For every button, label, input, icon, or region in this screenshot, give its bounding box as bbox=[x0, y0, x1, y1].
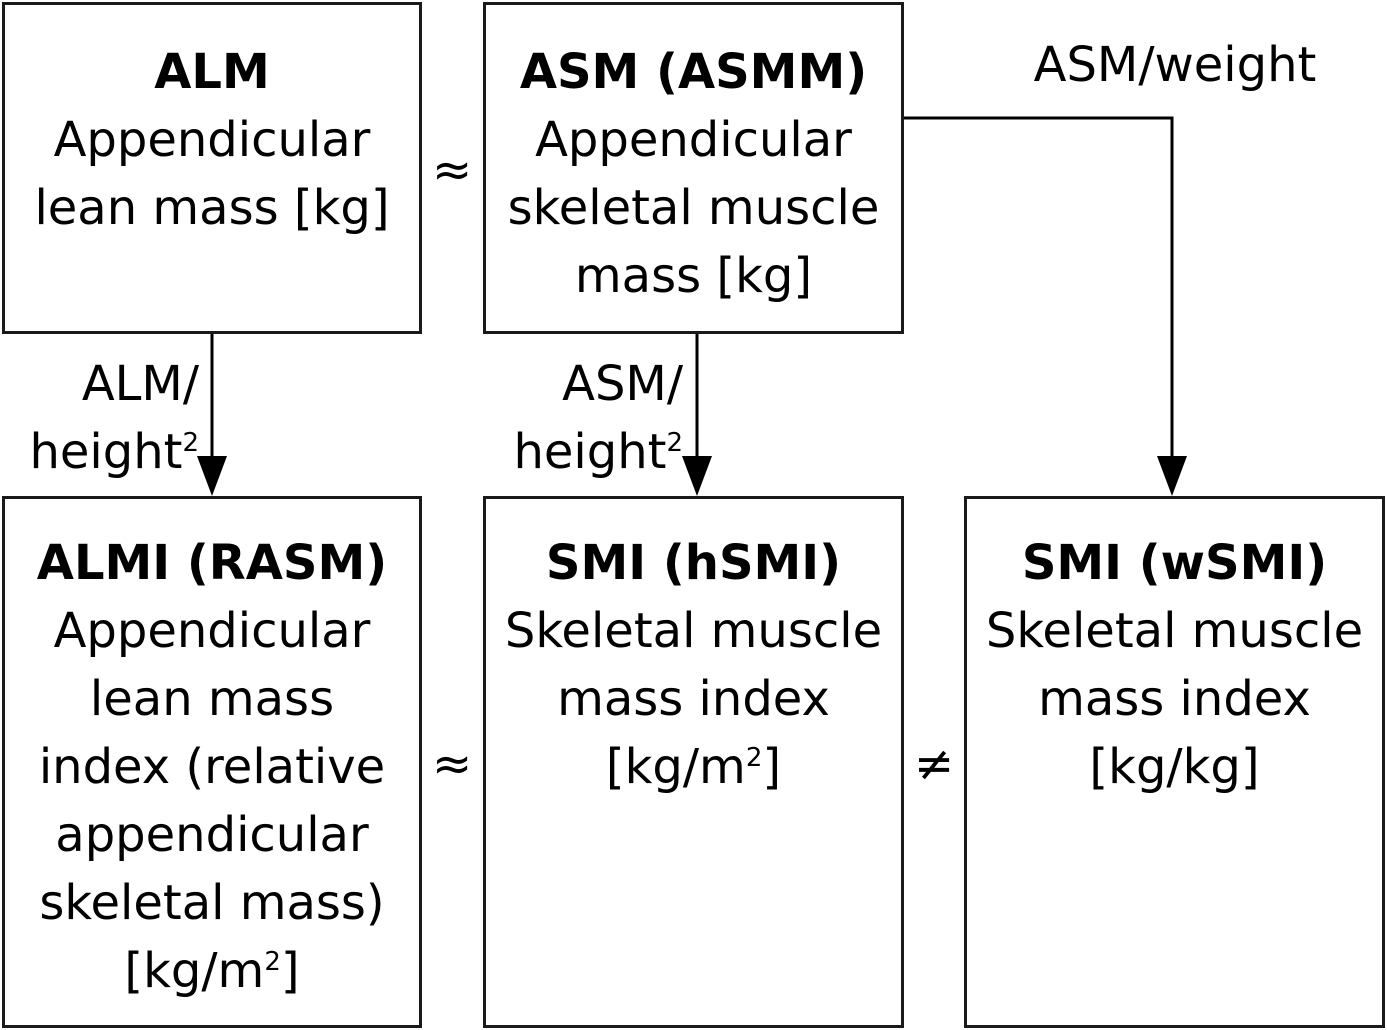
arrow-asm-to-hsmi bbox=[682, 333, 712, 496]
wsmi-line-1: Skeletal muscle bbox=[985, 603, 1364, 659]
edge-label-asm-line-2: height2 bbox=[513, 424, 683, 480]
arrow-alm-to-almi bbox=[197, 333, 227, 496]
edge-label-asm-to-hsmi: ASM/ height2 bbox=[498, 350, 683, 486]
hsmi-line-1: Skeletal muscle bbox=[504, 603, 883, 659]
asm-line-2: skeletal muscle bbox=[507, 180, 880, 236]
edge-label-alm-line-1: ALM/ bbox=[81, 356, 199, 412]
wsmi-line-2: mass index bbox=[1038, 671, 1311, 727]
relation-hsmi-wsmi-symbol: ≠ bbox=[914, 736, 955, 792]
arrow-asm-to-wsmi bbox=[903, 116, 1187, 496]
almi-line-1: Appendicular bbox=[53, 603, 371, 659]
alm-box: ALM Appendicular lean mass [kg] bbox=[2, 2, 422, 334]
wsmi-title: SMI (wSMI) bbox=[1021, 535, 1328, 591]
almi-title: ALMI (RASM) bbox=[36, 535, 388, 591]
hsmi-line-2: mass index bbox=[557, 671, 830, 727]
almi-line-5: skeletal mass) bbox=[39, 875, 385, 931]
relation-almi-hsmi-symbol: ≈ bbox=[432, 736, 473, 792]
wsmi-box: SMI (wSMI) Skeletal muscle mass index [k… bbox=[964, 496, 1385, 1028]
edge-label-asm-to-wsmi: ASM/weight bbox=[1033, 37, 1317, 93]
asm-line-3: mass [kg] bbox=[574, 248, 813, 304]
edge-label-alm-line-2: height2 bbox=[29, 424, 199, 480]
alm-line-2: lean mass [kg] bbox=[34, 180, 390, 236]
asm-line-1: Appendicular bbox=[535, 112, 852, 168]
wsmi-line-3: [kg/kg] bbox=[1089, 739, 1260, 795]
asm-box: ASM (ASMM) Appendicular skeletal muscle … bbox=[483, 2, 904, 334]
hsmi-box: SMI (hSMI) Skeletal muscle mass index [k… bbox=[483, 496, 904, 1028]
asm-title: ASM (ASMM) bbox=[519, 44, 868, 100]
edge-label-asm-line-1: ASM/ bbox=[562, 356, 683, 412]
alm-line-1: Appendicular bbox=[53, 112, 371, 168]
almi-line-4: appendicular bbox=[55, 807, 369, 863]
almi-box: ALMI (RASM) Appendicular lean mass index… bbox=[2, 496, 422, 1028]
almi-line-2: lean mass bbox=[89, 671, 335, 727]
relation-alm-asm-symbol: ≈ bbox=[432, 142, 473, 198]
hsmi-title: SMI (hSMI) bbox=[545, 535, 842, 591]
edge-label-alm-to-almi: ALM/ height2 bbox=[14, 350, 199, 486]
alm-title: ALM bbox=[154, 44, 270, 100]
almi-unit: [kg/m2] bbox=[124, 943, 300, 999]
almi-line-3: index (relative bbox=[38, 739, 386, 795]
hsmi-unit: [kg/m2] bbox=[605, 739, 782, 795]
